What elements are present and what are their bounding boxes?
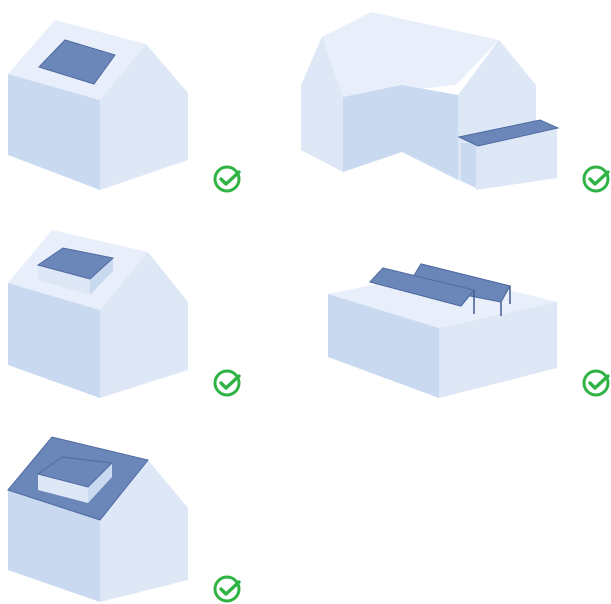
check-circle-icon — [212, 164, 242, 194]
house-with-annex-panel-icon — [301, 12, 560, 190]
option-flat-roof-mounted[interactable] — [296, 210, 611, 410]
house-with-raised-panel-icon — [8, 230, 188, 398]
check-circle-icon — [212, 368, 242, 398]
option-integrated-roof[interactable] — [0, 420, 250, 603]
option-pitched-roof-raised[interactable] — [0, 210, 250, 410]
option-pitched-roof-flush[interactable] — [0, 0, 250, 200]
flat-roof-mounted-panels-icon — [328, 263, 557, 398]
check-circle-icon — [212, 574, 242, 604]
option-multi-section-roof[interactable] — [296, 0, 611, 200]
house-with-integrated-panel-icon — [7, 436, 188, 602]
check-circle-icon — [581, 368, 611, 398]
check-circle-icon — [581, 164, 611, 194]
house-with-roof-panel-icon — [8, 20, 188, 190]
